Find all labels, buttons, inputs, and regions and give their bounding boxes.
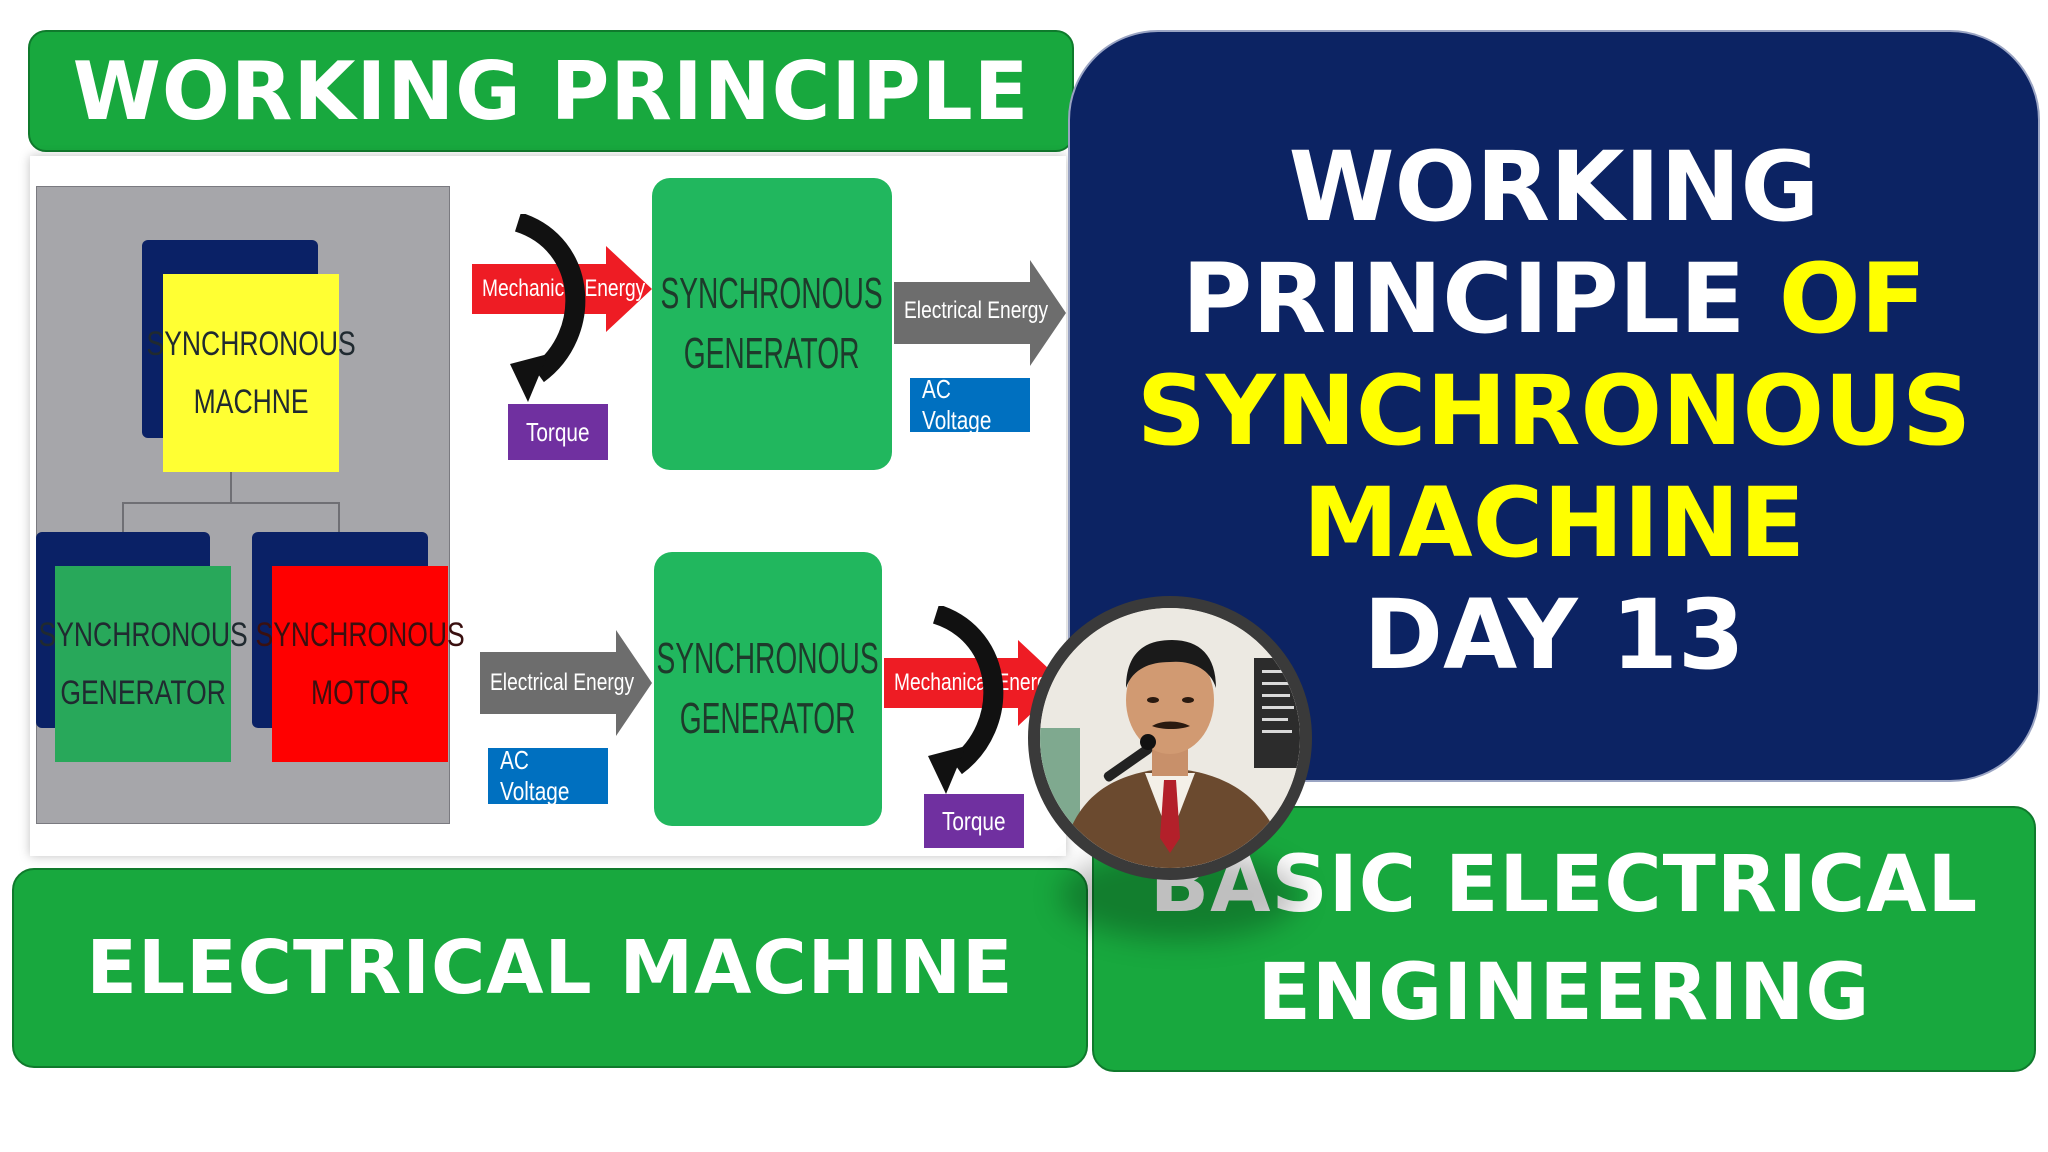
tree-connector-vertical [230,470,232,502]
tree-right-synchronous-motor: SYNCHRONOUS MOTOR [255,566,465,762]
tree-left-line1: SYNCHRONOUS [38,616,248,654]
tree-root-line2: MACHNE [193,383,309,421]
title-box: WORKING PRINCIPLE OF SYNCHRONOUS MACHINE… [1068,30,2040,782]
tree-right-line2: MOTOR [310,674,410,712]
electrical-machine-text: ELECTRICAL MACHINE [86,925,1014,1011]
ac-voltage-tag-top: AC Voltage [910,374,1030,435]
electrical-energy-arrow-top [894,260,1066,366]
synchronous-generator-block-top: SYNCHRONOUS GENERATOR [652,178,892,470]
tree-connector-left [122,502,124,534]
mechanical-energy-label-bottom: Mechanical Energy [894,669,1058,696]
curved-arrow-icon [928,606,1004,794]
title-line-2-yellow: OF [1778,243,1927,355]
tree-left-line2: GENERATOR [60,674,226,712]
title-line-4: MACHINE [1302,467,1806,579]
electrical-machine-banner: ELECTRICAL MACHINE [12,868,1088,1068]
bee-line-1: BASIC ELECTRICAL [1149,840,1979,930]
curved-arrow-icon [510,214,586,402]
tree-connector-horizontal [122,502,340,504]
gen-bottom-line2: GENERATOR [680,694,856,743]
tree-right-line1: SYNCHRONOUS [255,616,465,654]
electrical-energy-label-top: Electrical Energy [904,297,1049,324]
ac-voltage-tag-bottom: AC Voltage [488,745,608,806]
working-principle-text: WORKING PRINCIPLE [72,44,1030,138]
mechanical-energy-arrow-bottom [884,640,1064,726]
title-line-3: SYNCHRONOUS [1136,355,1972,467]
gen-top-line1: SYNCHRONOUS [660,269,884,318]
torque-tag-bottom: Torque [924,794,1024,848]
tree-root-synchronous-machine: SYNCHRONOUS MACHNE [146,274,356,472]
presenter-avatar [1028,596,1312,880]
title-line-2-white: PRINCIPLE [1181,243,1746,355]
torque-tag-top: Torque [508,404,608,460]
presenter-photo-icon [1040,608,1300,868]
working-principle-banner: WORKING PRINCIPLE [28,30,1074,152]
title-line-1: WORKING [1288,131,1820,243]
bee-line-2: ENGINEERING [1257,948,1871,1038]
electrical-energy-label-bottom: Electrical Energy [490,669,635,696]
tree-left-synchronous-generator: SYNCHRONOUS GENERATOR [38,566,248,762]
electrical-energy-arrow-bottom [480,630,652,736]
title-line-2: PRINCIPLE OF [1182,243,1926,355]
title-line-5: DAY 13 [1363,579,1745,691]
synchronous-generator-block-bottom: SYNCHRONOUS GENERATOR [654,552,882,826]
gen-top-line2: GENERATOR [684,329,860,378]
gen-bottom-line1: SYNCHRONOUS [656,634,880,683]
tree-connector-right [338,502,340,534]
tree-root-line1: SYNCHRONOUS [146,325,356,363]
mechanical-energy-arrow-top [472,246,652,332]
